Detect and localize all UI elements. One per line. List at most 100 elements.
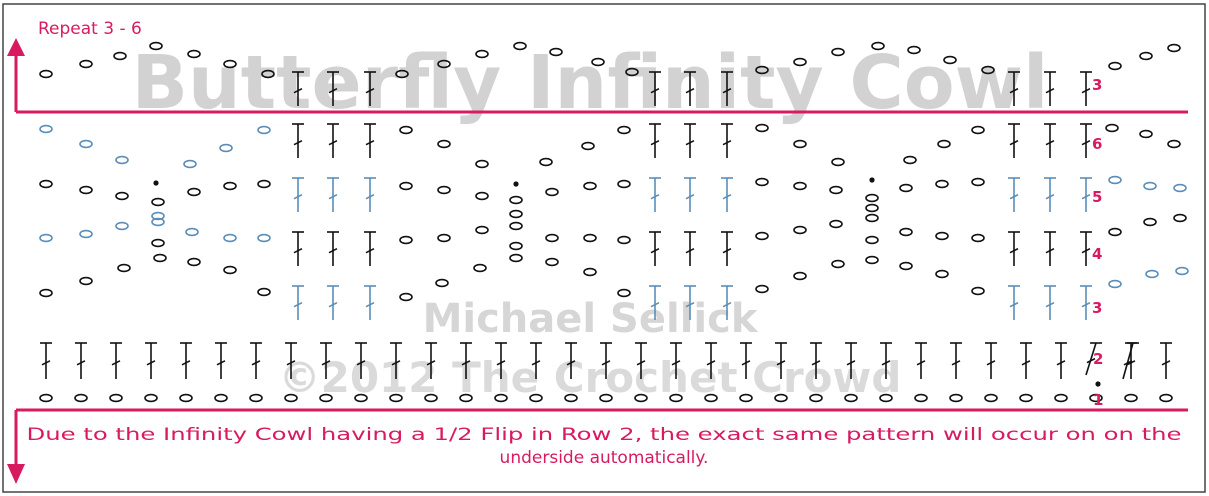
chain-stitch: [223, 59, 237, 69]
double-crochet-stitch: [721, 71, 733, 106]
chain-stitch: [865, 203, 879, 213]
chain-stitch: [545, 187, 559, 197]
double-crochet-stitch: [649, 123, 661, 158]
chain-stitch: [509, 195, 523, 205]
note-line-2: underside automatically.: [500, 448, 709, 468]
frame-border: [2, 3, 1206, 493]
chain-stitch: [669, 393, 683, 403]
chain-stitch: [179, 393, 193, 403]
chain-stitch: [539, 157, 553, 167]
double-crochet-stitch: [292, 231, 304, 266]
chain-stitch: [437, 185, 451, 195]
chain-stitch: [865, 235, 879, 245]
chain-stitch: [494, 393, 508, 403]
chain-stitch: [1105, 123, 1119, 133]
chain-stitch: [249, 393, 263, 403]
chain-stitch: [437, 59, 451, 69]
double-crochet-stitch: [250, 342, 262, 379]
double-crochet-stitch: [425, 342, 437, 379]
double-crochet-stitch: [1008, 285, 1020, 320]
chain-stitch: [149, 41, 163, 51]
chain-stitch: [79, 276, 93, 286]
row-label-2: 2: [1093, 350, 1103, 368]
repeat-label: Repeat 3 - 6: [38, 19, 142, 39]
chain-stitch: [549, 47, 563, 57]
chain-stitch: [564, 393, 578, 403]
chain-stitch: [1167, 43, 1181, 53]
chain-stitch: [151, 197, 165, 207]
chain-stitch: [809, 393, 823, 403]
chain-stitch: [943, 55, 957, 65]
double-crochet-stitch: [364, 231, 376, 266]
chain-stitch: [704, 393, 718, 403]
double-crochet-stitch: [1080, 177, 1092, 212]
double-crochet-stitch: [1044, 231, 1056, 266]
double-crochet-stitch: [880, 342, 892, 379]
chain-stitch: [1175, 266, 1189, 276]
chain-stitch: [389, 393, 403, 403]
double-crochet-stitch: [721, 177, 733, 212]
chain-stitch: [153, 253, 167, 263]
chain-stitch: [971, 286, 985, 296]
chain-stitch: [793, 57, 807, 67]
row-label-3-repeat: 3: [1092, 76, 1102, 94]
chain-stitch: [1173, 183, 1187, 193]
chain-stitch: [223, 233, 237, 243]
double-crochet-stitch: [721, 123, 733, 158]
double-crochet-stitch: [775, 342, 787, 379]
double-crochet-stitch: [1008, 71, 1020, 106]
chain-stitch: [115, 155, 129, 165]
chain-stitch: [475, 49, 489, 59]
double-crochet-stitch: [364, 177, 376, 212]
double-crochet-stitch: [292, 71, 304, 106]
double-crochet-stitch: [1044, 285, 1056, 320]
double-crochet-stitch: [649, 71, 661, 106]
double-crochet-stitch: [110, 342, 122, 379]
chain-stitch: [914, 393, 928, 403]
row-label-5: 5: [1092, 188, 1102, 206]
double-crochet-stitch: [285, 342, 297, 379]
double-crochet-stitch: [684, 231, 696, 266]
up-arrow-icon: [7, 38, 25, 56]
double-crochet-stitch: [1008, 177, 1020, 212]
chain-stitch: [879, 393, 893, 403]
chain-stitch: [115, 191, 129, 201]
chain-stitch: [793, 225, 807, 235]
double-crochet-stitch: [364, 285, 376, 320]
chain-stitch: [871, 41, 885, 51]
chain-stitch: [1089, 393, 1103, 403]
double-crochet-stitch: [985, 342, 997, 379]
chain-stitch: [774, 393, 788, 403]
chain-stitch: [257, 287, 271, 297]
double-crochet-stitch: [145, 342, 157, 379]
chain-stitch: [475, 225, 489, 235]
chain-stitch: [935, 231, 949, 241]
row-label-4: 4: [1092, 245, 1102, 263]
chain-stitch: [1143, 181, 1157, 191]
chain-stitch: [591, 57, 605, 67]
chain-stitch: [115, 221, 129, 231]
down-arrow-icon: [7, 464, 25, 484]
double-crochet-stitch: [292, 285, 304, 320]
double-crochet-stitch: [810, 342, 822, 379]
chain-stitch: [903, 155, 917, 165]
double-crochet-stitch: [75, 342, 87, 379]
double-crochet-stitch: [684, 123, 696, 158]
chain-stitch: [424, 393, 438, 403]
chain-stitch: [79, 229, 93, 239]
double-crochet-stitch: [292, 123, 304, 158]
chain-stitch: [437, 139, 451, 149]
chain-stitch: [865, 213, 879, 223]
double-crochet-stitch: [1055, 342, 1067, 379]
chain-stitch: [1108, 61, 1122, 71]
chain-stitch: [1139, 51, 1153, 61]
chain-stitch: [117, 263, 131, 273]
chain-stitch: [399, 235, 413, 245]
double-crochet-stitch: [1008, 123, 1020, 158]
double-crochet-stitch: [1122, 342, 1139, 380]
chain-stitch: [617, 288, 631, 298]
chain-stitch: [634, 393, 648, 403]
row-labels: 1 2 3 4 5 6 3: [1092, 76, 1103, 409]
double-crochet-stitch: [635, 342, 647, 379]
